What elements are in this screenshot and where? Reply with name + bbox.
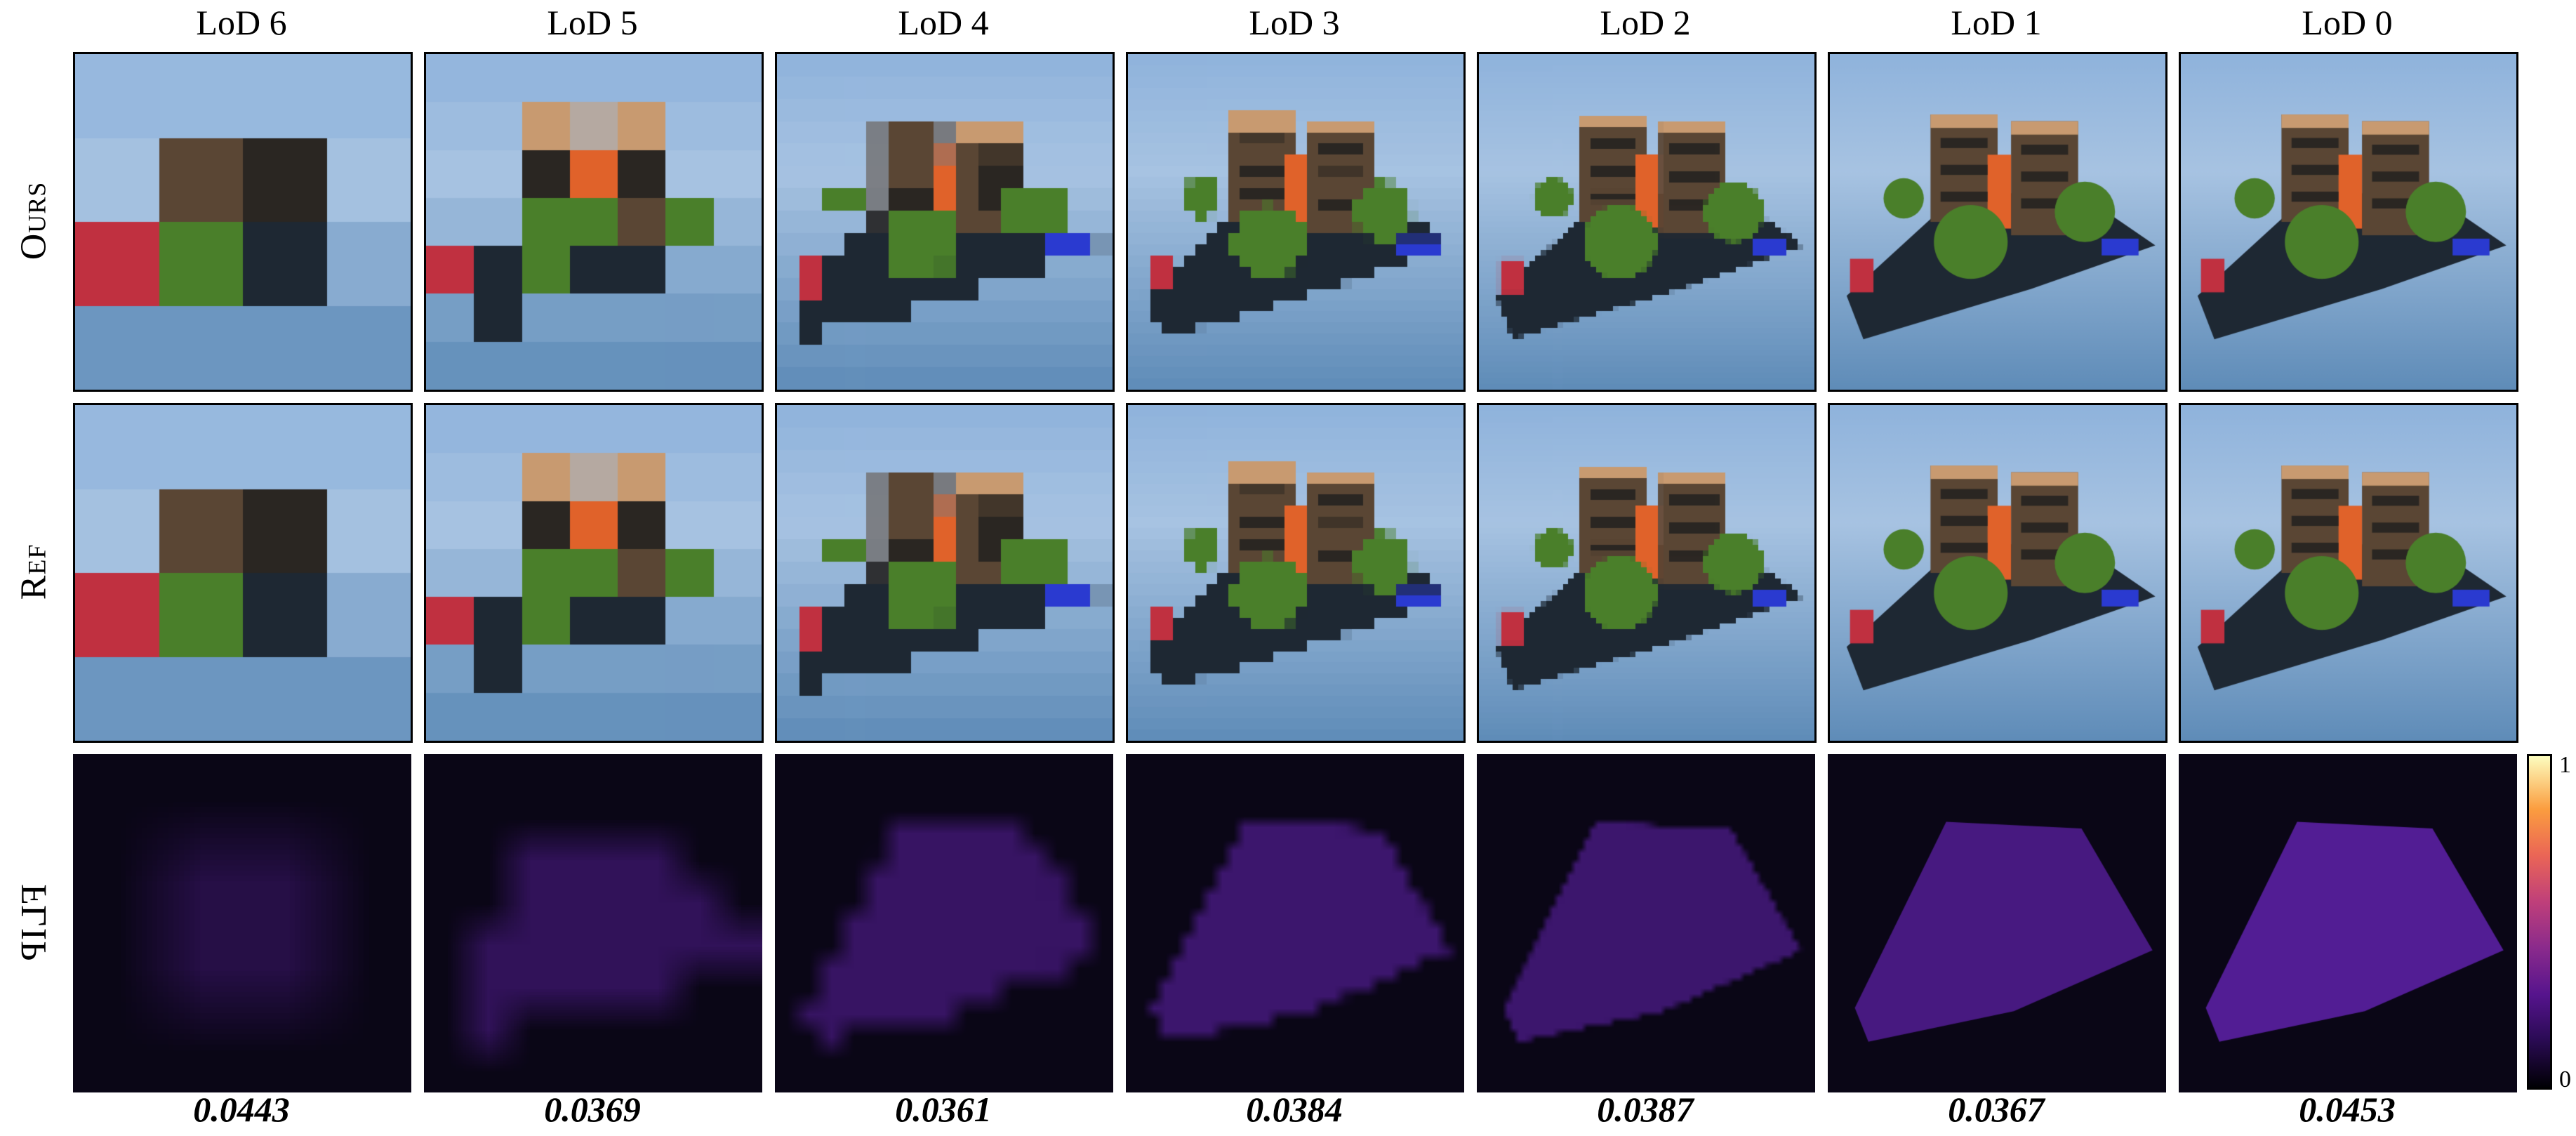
colorbar-max-label: 1 bbox=[2559, 752, 2571, 778]
ref-image-lod1 bbox=[1828, 403, 2167, 743]
ref-image-lod4 bbox=[775, 403, 1115, 743]
ref-image-lod5 bbox=[424, 403, 764, 743]
flip-score-lod0: 0.0453 bbox=[2299, 1090, 2396, 1129]
ref-image-lod0 bbox=[2179, 403, 2518, 743]
ours-image-lod6 bbox=[73, 52, 413, 392]
flip-score-lod3: 0.0384 bbox=[1246, 1090, 1343, 1129]
row-label-ours: Ours bbox=[13, 181, 54, 260]
ref-image-lod6 bbox=[73, 403, 413, 743]
ours-image-lod2 bbox=[1477, 52, 1817, 392]
column-header-lod1: LoD 1 bbox=[1951, 3, 2042, 42]
colorbar-min-label: 0 bbox=[2559, 1066, 2571, 1092]
ref-image-lod2 bbox=[1477, 403, 1817, 743]
column-header-lod0: LoD 0 bbox=[2302, 3, 2393, 42]
ours-image-lod3 bbox=[1126, 52, 1466, 392]
flip-error-map-lod1 bbox=[1828, 754, 2166, 1092]
column-header-lod4: LoD 4 bbox=[898, 3, 989, 42]
column-header-lod2: LoD 2 bbox=[1600, 3, 1691, 42]
column-header-lod3: LoD 3 bbox=[1249, 3, 1340, 42]
flip-error-map-lod5 bbox=[424, 754, 762, 1092]
flip-error-map-lod0 bbox=[2179, 754, 2517, 1092]
flip-score-lod6: 0.0443 bbox=[193, 1090, 290, 1129]
ours-image-lod4 bbox=[775, 52, 1115, 392]
flip-error-map-lod2 bbox=[1477, 754, 1815, 1092]
flip-score-lod5: 0.0369 bbox=[544, 1090, 641, 1129]
flip-error-map-lod3 bbox=[1126, 754, 1464, 1092]
flip-score-lod4: 0.0361 bbox=[895, 1090, 992, 1129]
row-label-ref: Ref bbox=[13, 543, 54, 600]
ref-image-lod3 bbox=[1126, 403, 1466, 743]
flip-error-map-lod4 bbox=[775, 754, 1113, 1092]
flip-colorbar bbox=[2527, 754, 2552, 1090]
row-label-flip: FLIP bbox=[13, 883, 54, 962]
column-header-lod5: LoD 5 bbox=[547, 3, 638, 42]
flip-score-lod2: 0.0387 bbox=[1597, 1090, 1694, 1129]
flip-error-map-lod6 bbox=[73, 754, 411, 1092]
ours-image-lod1 bbox=[1828, 52, 2167, 392]
column-header-lod6: LoD 6 bbox=[196, 3, 287, 42]
ours-image-lod0 bbox=[2179, 52, 2518, 392]
flip-score-lod1: 0.0367 bbox=[1948, 1090, 2045, 1129]
ours-image-lod5 bbox=[424, 52, 764, 392]
